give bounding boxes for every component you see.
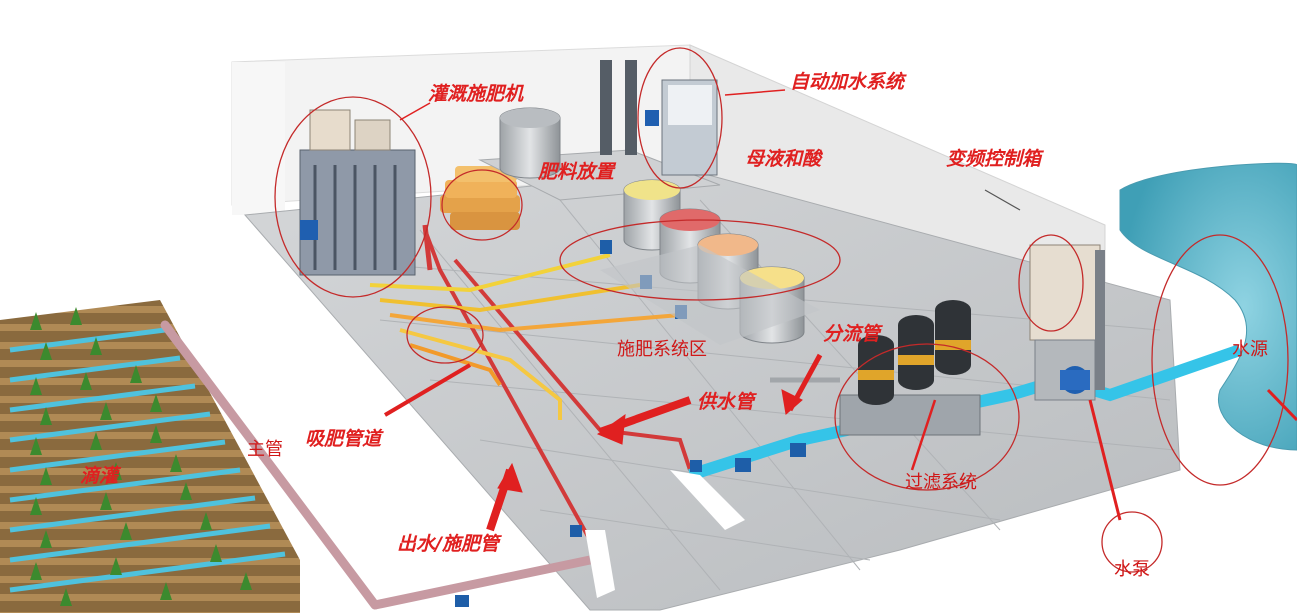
main-pipe: [160, 320, 591, 610]
label-water-supply-pipe: 供水管: [697, 391, 757, 413]
label-main-pipe: 主管: [247, 439, 283, 460]
label-auto-water-system: 自动加水系统: [790, 71, 907, 93]
label-water-source: 水源: [1232, 339, 1268, 360]
mother-liquor-tanks: [600, 179, 820, 345]
label-fertigation-machine: 灌溉施肥机: [428, 83, 525, 105]
annotation-circles: [274, 47, 1289, 573]
diagram-labels: 灌溉施肥机 自动加水系统 肥料放置 母液和酸 变频控制箱 施肥系统区 分流管 供…: [80, 71, 1268, 580]
water-pump: [1060, 366, 1090, 394]
crop-plants: [30, 307, 252, 606]
label-vfd-control-box: 变频控制箱: [946, 148, 1045, 170]
filter-units: [770, 300, 981, 436]
label-fertilizer-storage: 肥料放置: [537, 161, 617, 183]
drip-lines: [9, 327, 286, 593]
auto-water-equipment: [600, 60, 718, 176]
label-fertilizing-area: 施肥系统区: [617, 339, 707, 360]
label-water-pump: 水泵: [1114, 559, 1150, 580]
label-drip-irrigation: 滴灌: [80, 465, 122, 487]
label-manifold: 分流管: [823, 323, 883, 345]
fertigation-machine: [299, 109, 433, 276]
crop-field: [0, 300, 300, 613]
label-filter-system: 过滤系统: [905, 472, 977, 493]
suction-pipes: [369, 253, 681, 420]
label-outlet-pipe: 出水/施肥管: [397, 533, 502, 555]
fertilizer-bags: [440, 166, 520, 230]
label-suction-pipe: 吸肥管道: [305, 428, 384, 450]
label-mother-liquor-acid: 母液和酸: [745, 148, 824, 170]
image-glare: [585, 470, 745, 598]
water-pool: [1119, 162, 1297, 451]
annotation-arrows: [383, 89, 1297, 532]
